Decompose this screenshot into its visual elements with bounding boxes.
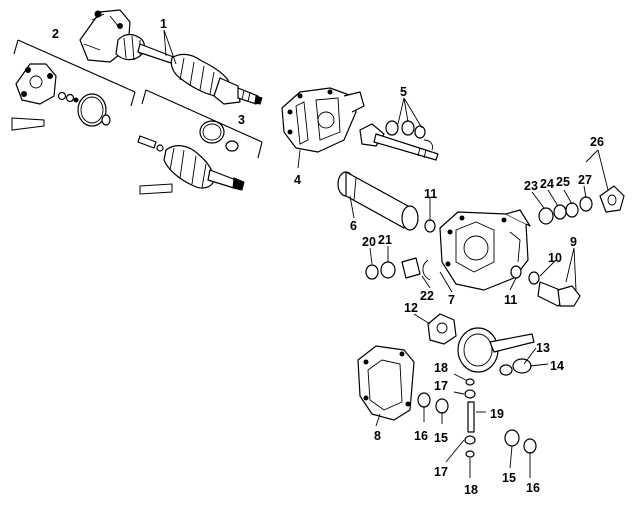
callout-21: 21 [378, 233, 392, 247]
thrust-washer-16b [523, 438, 537, 454]
callout-26: 26 [590, 135, 604, 149]
pinion-shaft-19 [467, 401, 475, 433]
thrust-washer-16a [417, 392, 431, 408]
callout-6: 6 [350, 219, 357, 233]
callout-10: 10 [548, 251, 562, 265]
oil-seal-lower [510, 265, 522, 279]
side-flange [528, 271, 581, 307]
callout-27: 27 [578, 173, 592, 187]
callout-12: 12 [404, 301, 418, 315]
pinion-gear-17a [464, 389, 476, 399]
callout-17-upper: 17 [434, 379, 448, 393]
callout-16-upper: 16 [414, 429, 428, 443]
oil-seal-upper [424, 219, 436, 233]
seal-27 [579, 196, 593, 212]
side-bearing-22 [401, 257, 421, 279]
pinion-bearing-13 [499, 364, 513, 376]
axle-shaft-assembly-upper [79, 9, 263, 105]
thrust-washer-18a [465, 378, 475, 386]
thrust-washer-18b [465, 450, 475, 458]
callout-23: 23 [524, 179, 538, 193]
differential-case [427, 313, 457, 345]
callout-13: 13 [536, 341, 550, 355]
companion-flange [599, 185, 625, 213]
callout-15-lower: 15 [502, 471, 516, 485]
callout-4: 4 [294, 173, 301, 187]
callout-19: 19 [490, 407, 504, 421]
rear-cover [357, 345, 415, 421]
side-gear-15a [435, 398, 449, 414]
outer-boot-kit [137, 120, 245, 191]
callout-18-lower: 18 [464, 483, 478, 497]
differential-carrier [439, 209, 531, 291]
callout-17-lower: 17 [434, 465, 448, 479]
direction-arrow-right [139, 183, 173, 195]
direction-arrow-left [11, 117, 45, 131]
callout-14: 14 [550, 359, 564, 373]
callout-24: 24 [540, 177, 554, 191]
axle-tube [337, 171, 419, 231]
spacer-24 [553, 204, 567, 220]
callout-16-lower: 16 [526, 481, 540, 495]
inner-joint-kit [15, 63, 111, 127]
washer-25 [565, 202, 579, 218]
callout-3: 3 [238, 113, 245, 127]
callout-labels: 1 2 3 4 5 6 11 20 21 22 7 23 24 25 27 26… [52, 17, 604, 497]
callout-8: 8 [374, 429, 381, 443]
callout-9: 9 [570, 235, 577, 249]
side-bearing-20 [365, 264, 379, 280]
callout-7: 7 [448, 293, 455, 307]
callout-11-lower: 11 [504, 293, 517, 307]
callout-22: 22 [420, 289, 434, 303]
pinion-gear-17b [464, 435, 476, 445]
callout-25: 25 [556, 175, 570, 189]
callout-18-upper: 18 [434, 361, 448, 375]
intermediate-shaft [359, 120, 439, 161]
callout-15-upper: 15 [434, 431, 448, 445]
callout-20: 20 [362, 235, 376, 249]
leader-lines [163, 29, 609, 478]
callout-5: 5 [400, 85, 407, 99]
carrier-housing [281, 87, 365, 153]
bearing-23 [538, 207, 554, 225]
callout-11-upper: 11 [424, 187, 437, 201]
pinion-bearing-14 [512, 358, 532, 374]
side-bearing-21 [380, 261, 396, 279]
side-gear-15b [504, 429, 520, 447]
ring-and-pinion [457, 327, 535, 373]
callout-1: 1 [160, 17, 167, 31]
callout-2: 2 [52, 27, 59, 41]
